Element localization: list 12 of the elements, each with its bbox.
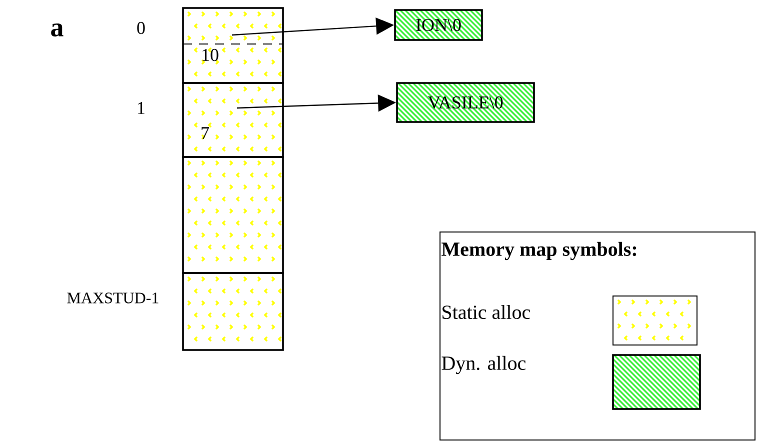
legend-title: Memory map symbols:	[442, 242, 636, 260]
index-label: MAXSTUD-1	[67, 292, 158, 304]
array-cell	[182, 272, 284, 351]
string-box: ION\0	[394, 9, 483, 41]
index-label: 0	[137, 22, 145, 34]
index-label: 1	[138, 102, 144, 114]
array-cell: 10	[182, 7, 284, 84]
array-cell	[182, 156, 284, 274]
legend-label: Static alloc	[442, 304, 530, 320]
array-cell: 7	[182, 82, 284, 158]
legend-label: Dyn. alloc	[442, 356, 526, 374]
array-name: a	[51, 24, 64, 36]
